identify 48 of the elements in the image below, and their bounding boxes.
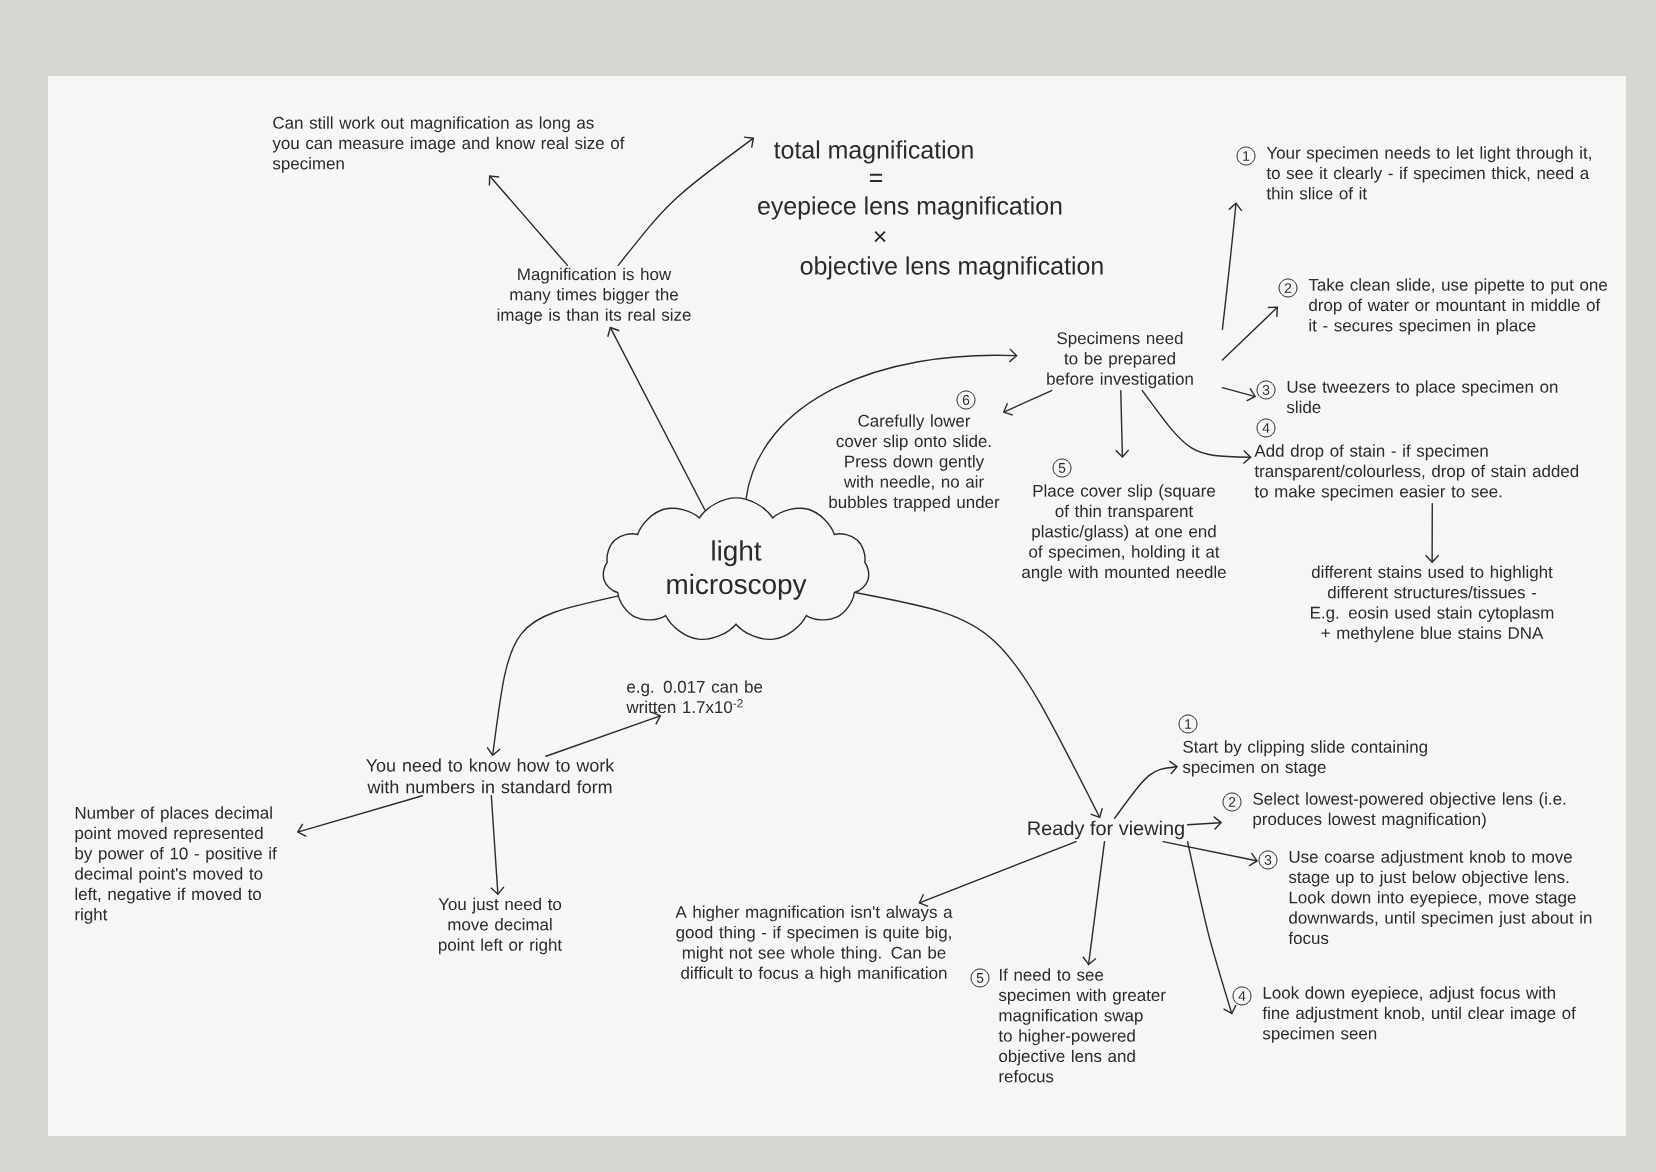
formula-text: × — [874, 231, 886, 243]
arrow — [1424, 502, 1440, 564]
arrow — [1115, 389, 1130, 459]
note-text: e.g. 0.017 can be written 1.7x10$^{-2}$ — [626, 680, 763, 714]
arrow — [488, 175, 569, 267]
note-text: Look down eyepiece, adjust focus with fine adjustment knob, until clear image of specimen seen — [1262, 986, 1576, 1043]
formula-text: = — [869, 173, 883, 182]
arrow — [1221, 202, 1243, 331]
note-text: different stains used to highlight different structures/tissues - E.g. eosin used stain cytoplasm + methylene blue stains DNA — [1311, 565, 1554, 643]
note-text: Carefully lower cover slip onto slide. Press down gently with needle, no air bubbles trapped under — [829, 414, 1000, 512]
note-text: Place cover slip (square of thin transparent plastic/glass) at one end of specimen, holding it at angle with mounted needle — [1022, 484, 1226, 582]
arrow — [745, 348, 1018, 500]
arrow — [1186, 815, 1223, 831]
note-text: Use tweezers to place specimen on slide — [1286, 380, 1558, 414]
arrow — [1002, 389, 1053, 416]
note-text: A higher magnification isn't always a good thing - if specimen is quite big, might not see whole thing. Can be difficult to focus a high manification — [675, 905, 953, 983]
note-text: Number of places decimal point moved represented by power of 10 - positive if decimal point's moved to left, negative if moved to right — [75, 806, 277, 924]
arrow — [1186, 840, 1237, 1015]
note-text: Take clean slide, use pipette to put one drop of water or mountant in middle of it - secures specimen in place — [1308, 278, 1607, 335]
arrow — [1162, 840, 1259, 867]
arrow — [855, 592, 1103, 819]
note-text: Add drop of stain - if specimen transparent/colourless, drop of stain added to make specimen easier to see. — [1254, 444, 1579, 501]
arrow — [490, 795, 505, 896]
arrow — [1082, 840, 1106, 966]
arrow — [1113, 760, 1179, 819]
note-text: Specimens need to be prepared before investigation — [1047, 331, 1193, 389]
note-text: You need to know how to work with numbers in standard form — [366, 758, 615, 794]
arrow — [545, 711, 662, 757]
note-text: Use coarse adjustment knob to move stage up to just below objective lens. Look down into eyepiece, move stage downwards, until specimen just about in focus — [1288, 850, 1592, 945]
arrow — [1221, 386, 1257, 402]
note-text: You just need to move decimal point left or right — [438, 897, 562, 955]
note-text: Start by clipping slide containing specimen on stage — [1182, 740, 1427, 777]
arrow — [918, 840, 1077, 908]
formula-text: eyepiece lens magnification — [758, 196, 1062, 220]
arrow — [617, 136, 755, 267]
note-text: Your specimen needs to let light through it, to see it clearly - if specimen thick, need a thin slice of it — [1266, 146, 1591, 200]
formula-text: objective lens magnification — [800, 256, 1103, 280]
note-text: Magnification is how many times bigger the image is than its real size — [497, 267, 691, 325]
arrow — [296, 795, 424, 838]
arrow — [1221, 306, 1279, 361]
arrow — [1141, 389, 1252, 465]
arrow — [486, 595, 619, 757]
note-text: If need to see specimen with greater magnification swap to higher-powered objective lens and refocus — [998, 968, 1166, 1083]
formula-text: total magnification — [774, 140, 973, 164]
note-text: Ready for viewing — [1028, 820, 1184, 840]
arrow — [607, 326, 706, 511]
note-text: Select lowest-powered objective lens (i.e. produces lowest magnification) — [1253, 792, 1566, 829]
note-text: Can still work out magnification as long as you can measure image and know real size of specimen — [272, 116, 625, 173]
